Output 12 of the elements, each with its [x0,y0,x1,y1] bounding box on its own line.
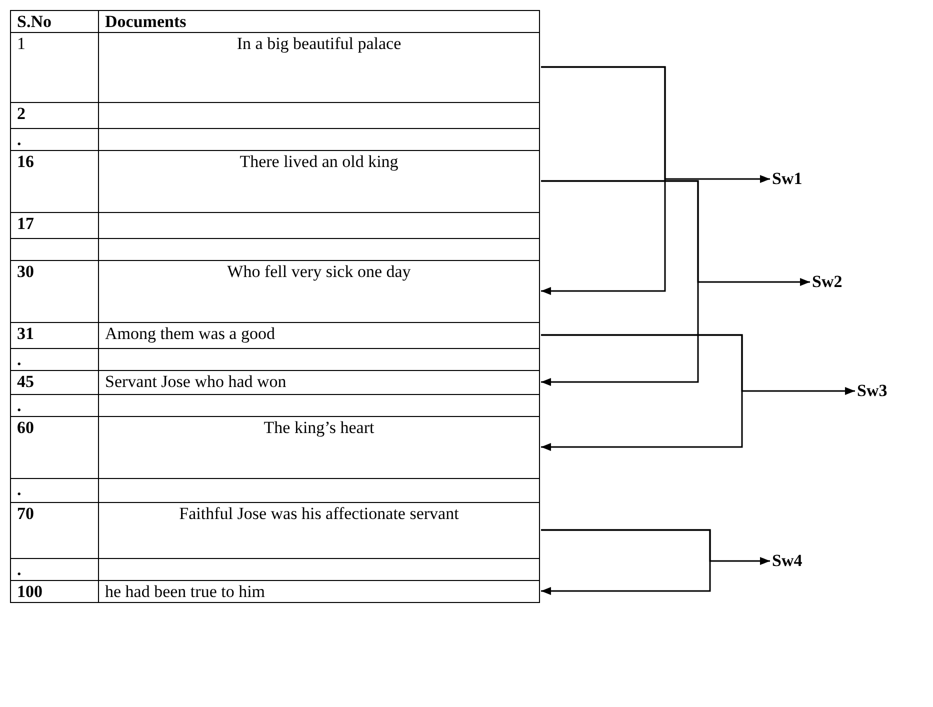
output-label: Sw1 [770,169,804,189]
connector-arrow [541,529,711,595]
connector-arrow [541,334,743,451]
table-cell: 100 [10,580,99,603]
output-label: Sw2 [810,272,844,292]
output-label: Sw3 [855,381,890,401]
connector-arrow [541,66,666,295]
connector-arrow [541,180,699,386]
table-cell: Documents [98,10,540,33]
output-label: Sw4 [770,551,804,571]
table-cell: S.No [10,10,99,33]
table-cell: he had been true to him [98,580,540,603]
